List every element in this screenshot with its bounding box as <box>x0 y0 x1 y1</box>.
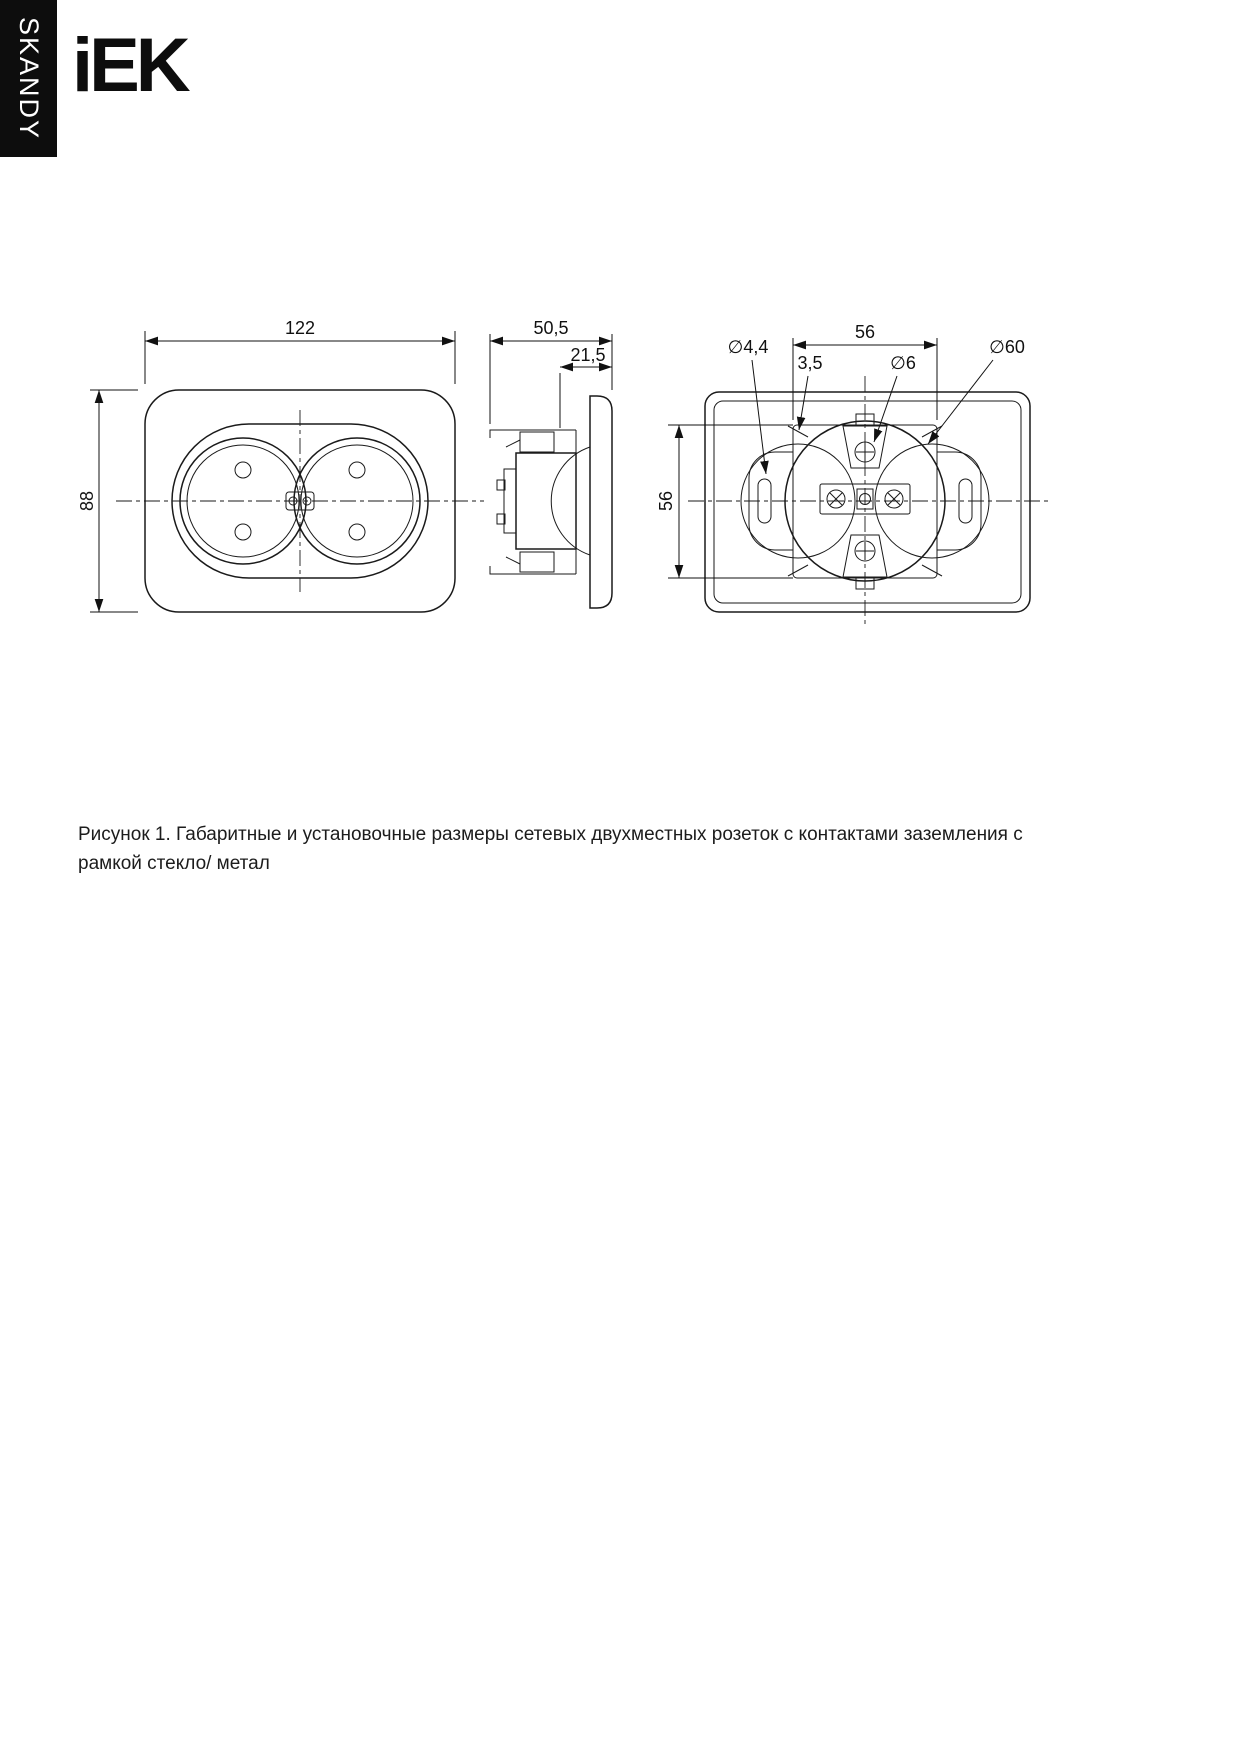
figure-caption-line1: Рисунок 1. Габаритные и установочные раз… <box>78 824 1023 845</box>
side-terminal-top <box>496 479 506 491</box>
right-socket-hole-bottom <box>348 523 366 541</box>
back-view: 56 56 ∅4,4 3,5 ∅6 ∅60 <box>656 322 1048 628</box>
claw-tooth-top-left <box>787 425 809 438</box>
right-socket-inner <box>300 444 414 558</box>
figure-caption: Рисунок 1. Габаритные и установочные раз… <box>78 820 1058 878</box>
side-claw-bottom <box>519 551 555 573</box>
side-mechanism-back <box>503 468 517 534</box>
back-plate-outline <box>704 391 1031 613</box>
dim-back-width-label: 56 <box>855 322 875 342</box>
brand-logo: iEK <box>72 23 191 108</box>
claw-screw-bottom <box>854 540 876 562</box>
dim-back-height-label: 56 <box>656 491 676 511</box>
dim-side-depth-label: 50,5 <box>533 318 568 338</box>
claw-tooth-bottom-left <box>787 564 809 577</box>
side-cover-plate <box>589 395 613 609</box>
series-banner-label: SKANDY <box>14 16 44 141</box>
side-mechanism-body <box>515 452 577 550</box>
callout-claw-offset: 3,5 <box>797 353 822 373</box>
callout-screw-dia: ∅6 <box>890 353 916 373</box>
dim-front-height-label: 88 <box>77 491 97 511</box>
dim-front-width-label: 122 <box>285 318 315 338</box>
left-socket-hole-top <box>234 461 252 479</box>
callout-claw-hole-dia: ∅4,4 <box>728 337 769 357</box>
front-view: 122 88 <box>77 318 484 613</box>
claw-tooth-bottom-right <box>921 564 943 577</box>
series-banner: SKANDY <box>0 0 57 157</box>
left-socket-hole-bottom <box>234 523 252 541</box>
figure-caption-line2: рамкой стекло/ метал <box>78 853 270 874</box>
back-plate-inner <box>713 400 1022 604</box>
side-socket-bowl <box>550 446 591 556</box>
terminal-screw-left <box>826 489 846 509</box>
center-clip-screw-right <box>302 496 312 506</box>
side-frame-arm-bottom <box>489 566 576 575</box>
back-left-bowl <box>740 443 856 559</box>
right-socket-hole-top <box>348 461 366 479</box>
terminal-screw-right <box>884 489 904 509</box>
callout-box-dia: ∅60 <box>989 337 1025 357</box>
side-view: 50,5 21,5 <box>489 318 613 609</box>
claw-tooth-top-right <box>921 425 943 438</box>
side-claw-top <box>519 431 555 453</box>
side-frame-arm-top <box>489 429 576 438</box>
side-terminal-bottom <box>496 513 506 525</box>
dim-side-front-depth-label: 21,5 <box>570 345 605 365</box>
